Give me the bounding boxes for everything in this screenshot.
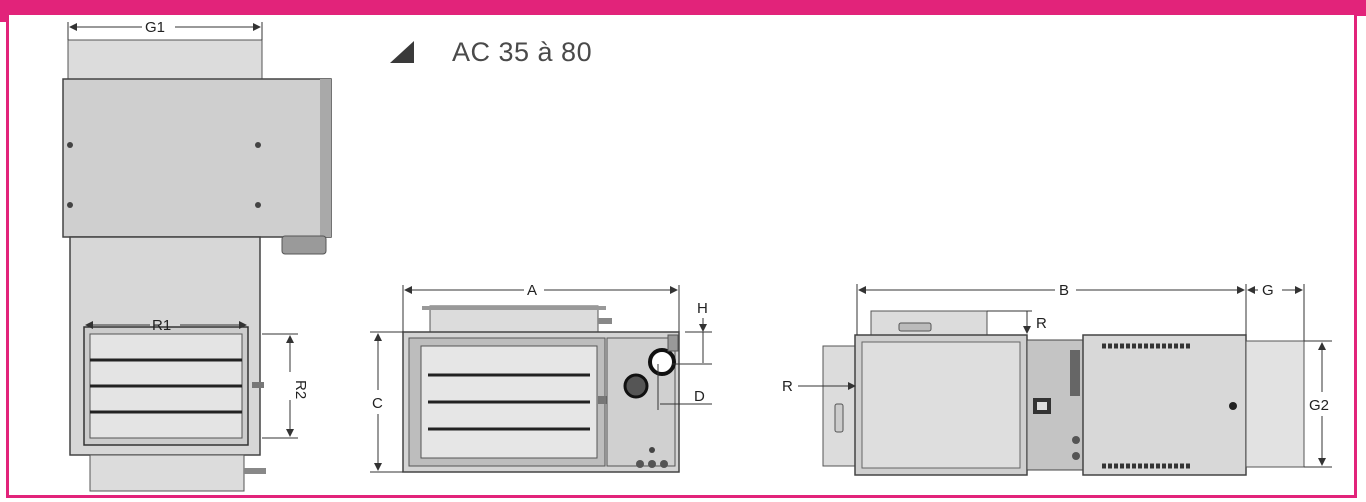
- connector-small-icon: [623, 373, 649, 399]
- left-upper-box: [62, 78, 332, 238]
- dim-label-g: G: [1262, 282, 1274, 299]
- dim-label-r-top: R: [1036, 315, 1047, 332]
- dim-label-d: D: [694, 388, 705, 405]
- left-view: G1 R1 R2: [62, 19, 332, 492]
- dim-label-r-left: R: [782, 378, 793, 395]
- triangle-bullet-icon: [390, 41, 414, 63]
- dim-label-a: A: [527, 282, 537, 299]
- model-heading: AC 35 à 80: [390, 32, 592, 72]
- dim-label-r2: R2: [292, 380, 309, 399]
- right-outlet-duct: [1245, 340, 1305, 468]
- dim-label-c: C: [372, 395, 383, 412]
- right-body-right: [1082, 334, 1247, 476]
- dim-label-h: H: [697, 300, 708, 317]
- connector-large-icon: [648, 348, 676, 376]
- dim-label-r1: R1: [152, 317, 171, 334]
- dim-label-b: B: [1059, 282, 1069, 299]
- dim-label-g2: G2: [1309, 397, 1329, 414]
- left-bottom-duct: [89, 454, 245, 492]
- left-outlet-pipe: [281, 235, 327, 255]
- right-view: B G R R G2: [782, 282, 1332, 476]
- model-heading-text: AC 35 à 80: [452, 36, 593, 67]
- corner-accent-tab: [0, 0, 10, 22]
- left-top-duct: [67, 39, 263, 81]
- middle-view: A H D C: [370, 282, 712, 473]
- dim-label-g1: G1: [145, 19, 165, 36]
